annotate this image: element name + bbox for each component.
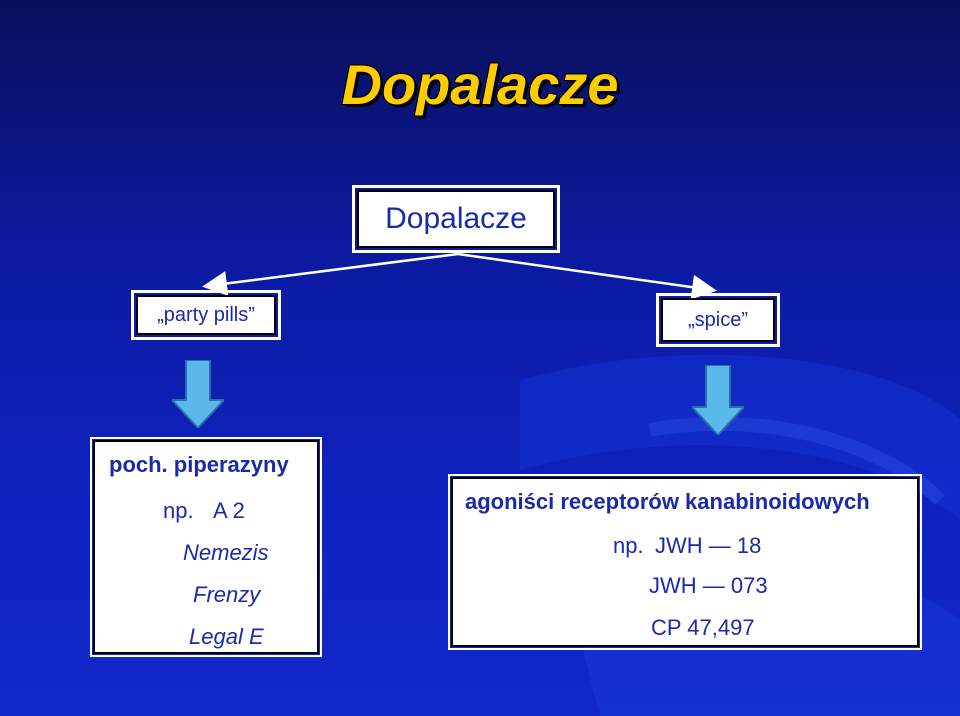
cannabinoid-category: agoniści receptorów kanabinoidowych [465, 489, 870, 514]
piperazines-example-1: A 2 [213, 498, 245, 523]
down-arrow-left-icon [172, 360, 224, 428]
piperazines-panel: poch. piperazyny np. A 2 Nemezis Frenzy … [90, 437, 322, 657]
party-pills-label: „party pills” [157, 303, 255, 326]
piperazines-category: poch. piperazyny [109, 452, 289, 477]
piperazines-example-3: Frenzy [193, 582, 261, 607]
spice-box: „spice” [656, 293, 780, 347]
down-arrow-right-icon [692, 365, 744, 435]
connector-to-spice [457, 252, 717, 300]
cannabinoid-prefix: np. [613, 533, 644, 558]
root-node-box: Dopalacze [352, 185, 560, 253]
cannabinoid-panel: agoniści receptorów kanabinoidowych np. … [448, 474, 922, 650]
slide-title: Dopalacze [341, 53, 619, 116]
cannabinoid-example-2: JWH — 073 [649, 573, 768, 598]
piperazines-example-4: Legal E [189, 624, 264, 649]
root-node-label: Dopalacze [385, 202, 527, 235]
cannabinoid-example-3: CP 47,497 [651, 615, 755, 640]
spice-label: „spice” [687, 308, 748, 331]
piperazines-example-2: Nemezis [183, 540, 269, 565]
cannabinoid-example-1: JWH — 18 [655, 533, 762, 558]
party-pills-box: „party pills” [131, 290, 281, 340]
connector-to-party-pills [202, 252, 459, 296]
piperazines-prefix: np. [163, 498, 194, 523]
